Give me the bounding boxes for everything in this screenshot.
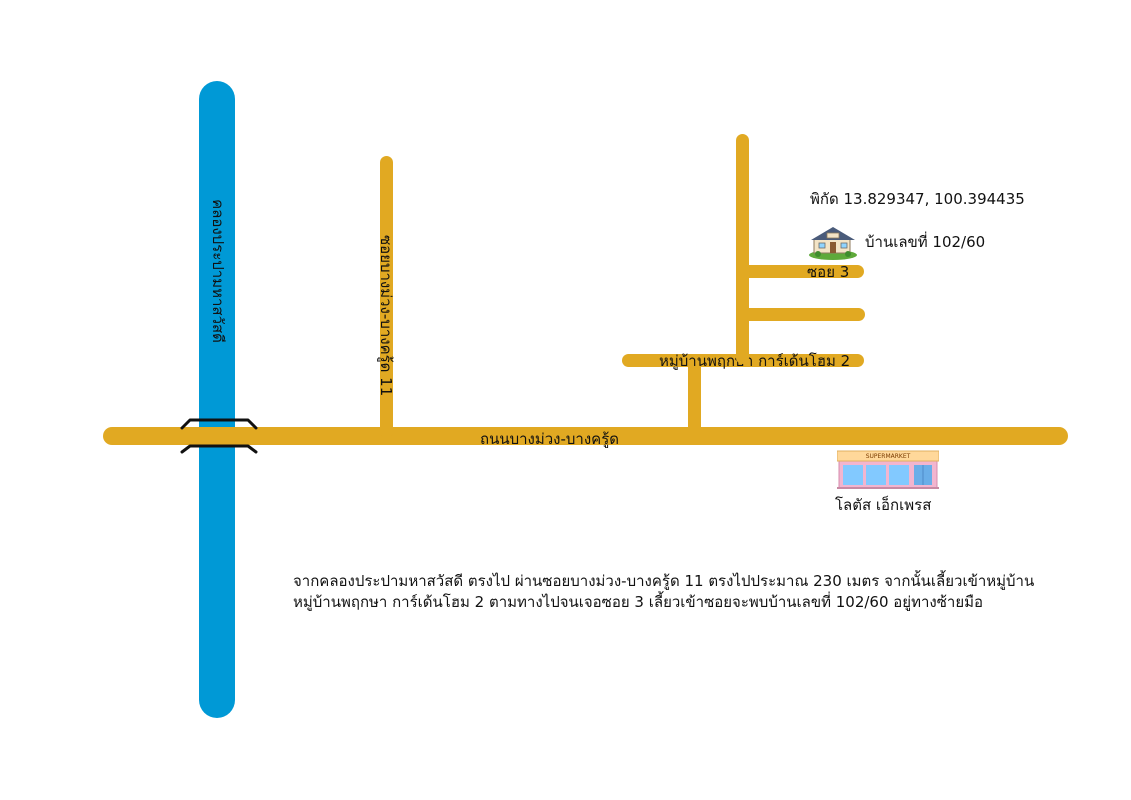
canal	[199, 81, 235, 718]
coordinates-label: พิกัด 13.829347, 100.394435	[810, 190, 1025, 208]
directions-line-1: จากคลองประปามหาสวัสดี ตรงไป ผ่านซอยบางม่…	[293, 572, 1035, 590]
soi-3-road	[738, 265, 864, 278]
house-label: บ้านเลขที่ 102/60	[865, 233, 986, 251]
upper-vertical-road	[736, 134, 749, 364]
main-road-label: ถนนบางม่วง-บางครู้ด	[480, 430, 620, 448]
side-road	[738, 308, 865, 321]
canal-label: คลองประปามหาสวัสดี	[209, 199, 227, 343]
soi-bangmuang-11-road	[380, 156, 393, 438]
lotus-label: โลตัส เอ็กเพรส	[835, 496, 932, 514]
soi-bangmuang-11-label: ซอยบางม่วง-บางครู้ด 11	[377, 235, 395, 397]
bridge-icon	[180, 418, 258, 454]
village-connector-road	[688, 358, 701, 436]
supermarket-icon: SUPERMARKET	[837, 450, 939, 489]
directions-line-2: หมู่บ้านพฤกษา การ์เด้นโฮม 2 ตามทางไปจนเจ…	[293, 593, 983, 611]
directions-text: จากคลองประปามหาสวัสดี ตรงไป ผ่านซอยบางม่…	[293, 571, 1073, 613]
supermarket-sign: SUPERMARKET	[866, 453, 911, 460]
village-label: หมู่บ้านพฤกษา การ์เด้นโฮม 2	[659, 352, 851, 370]
soi-3-label: ซอย 3	[807, 263, 850, 281]
house-icon	[809, 227, 857, 260]
main-road	[103, 427, 1068, 445]
